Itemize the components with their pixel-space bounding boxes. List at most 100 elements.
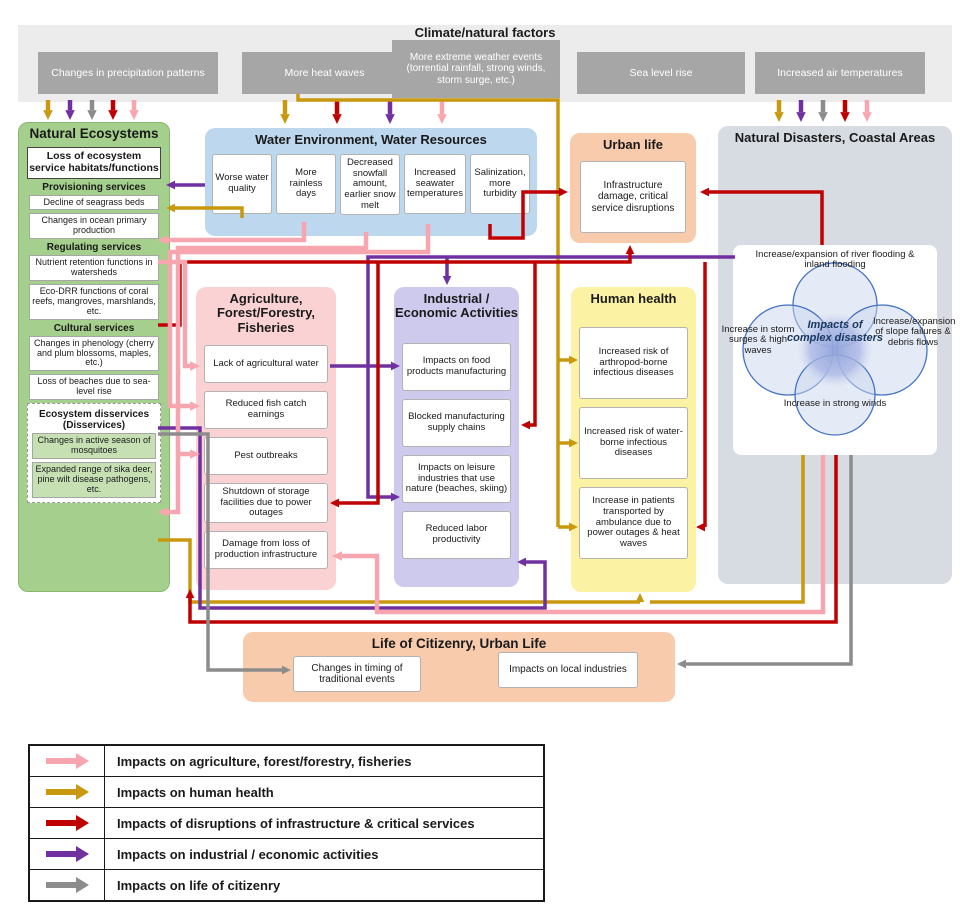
- citizenry-panel: Life of Citizenry, Urban Life Changes in…: [243, 632, 675, 702]
- loss-of-ecosystem-box: Loss of ecosystem service habitats/funct…: [27, 147, 161, 179]
- industrial-item: Impacts on food products manufacturing: [402, 343, 511, 391]
- water-item: Worse water quality: [212, 154, 272, 214]
- flow-arrow: [129, 100, 139, 120]
- water-environment-panel: Water Environment, Water Resources Worse…: [205, 128, 537, 236]
- legend-arrow-cell: [30, 777, 105, 807]
- ecosystem-item: Changes in ocean primary production: [29, 213, 159, 240]
- human-health-items: Increased risk of arthropod-borne infect…: [579, 327, 688, 559]
- agriculture-item: Pest outbreaks: [204, 437, 328, 475]
- ecosystem-item: Changes in phenology (cherry and plum bl…: [29, 335, 159, 372]
- natural-ecosystems-panel: Natural Ecosystems Loss of ecosystem ser…: [18, 122, 170, 592]
- ecosystem-item: Eco-DRR functions of coral reefs, mangro…: [29, 283, 159, 320]
- human-health-panel: Human health Increased risk of arthropod…: [571, 287, 696, 592]
- water-item: Decreased snowfall amount, earlier snow …: [340, 154, 400, 216]
- ecosystem-disservice-item: Changes in active season of mosquitoes: [32, 433, 156, 459]
- citizenry-title: Life of Citizenry, Urban Life: [371, 636, 547, 651]
- cultural-header: Cultural services: [53, 322, 135, 334]
- industrial-item: Blocked manufacturing supply chains: [402, 399, 511, 447]
- regulating-section: Regulating services Nutrient retention f…: [27, 242, 161, 320]
- ecosystem-item: Nutrient retention functions in watershe…: [29, 255, 159, 281]
- ecosystem-item: Loss of beaches due to sea-level rise: [29, 374, 159, 401]
- flow-arrow: [818, 100, 828, 122]
- legend: Impacts on agriculture, forest/forestry,…: [28, 744, 545, 902]
- legend-label: Impacts on agriculture, forest/forestry,…: [117, 753, 412, 769]
- cultural-section: Cultural services Changes in phenology (…: [27, 322, 161, 401]
- agriculture-item: Damage from loss of production infrastru…: [204, 530, 328, 569]
- legend-row: Impacts on human health: [30, 777, 543, 808]
- industrial-item: Reduced labor productivity: [402, 511, 511, 559]
- flow-arrow: [166, 180, 205, 190]
- water-environment-title: Water Environment, Water Resources: [255, 132, 487, 147]
- factor-extreme-weather: More extreme weather events (torrential …: [392, 40, 560, 98]
- flow-arrow: [43, 100, 53, 120]
- legend-label: Impacts on industrial / economic activit…: [117, 846, 379, 862]
- venn-right-label: Increase/expansion of slope failures & d…: [873, 316, 956, 348]
- venn-circles: [742, 262, 928, 436]
- water-item: More rainless days: [276, 154, 336, 214]
- flow-arrow: [796, 100, 806, 122]
- agriculture-item: Shutdown of storage facilities due to po…: [204, 483, 328, 523]
- legend-arrow-icon: [45, 815, 89, 831]
- flow-arrow: [65, 100, 75, 120]
- venn-left-label: Increase in storm surges & high waves: [721, 324, 795, 356]
- factor-air-temperatures: Increased air temperatures: [755, 52, 925, 94]
- flow-arrow: [696, 262, 707, 532]
- agriculture-panel: Agriculture, Forest/Forestry, Fisheries …: [196, 287, 336, 590]
- flow-arrow: [87, 100, 97, 120]
- human-health-item: Increased risk of water-borne infectious…: [579, 407, 688, 479]
- flow-arrow: [521, 262, 537, 430]
- factor-heat-waves: More heat waves: [242, 52, 407, 94]
- disservices-header: Ecosystem disservices (Disservices): [38, 409, 150, 432]
- flow-arrow: [442, 257, 452, 285]
- flow-arrow: [840, 100, 850, 122]
- legend-arrow-cell: [30, 870, 105, 900]
- flow-arrow: [108, 100, 118, 120]
- legend-row: Impacts on agriculture, forest/forestry,…: [30, 746, 543, 777]
- natural-disasters-panel: Natural Disasters, Coastal Areas Increas…: [718, 126, 955, 584]
- industrial-title: Industrial / Economic Activities: [394, 291, 519, 321]
- industrial-panel: Industrial / Economic Activities Impacts…: [394, 287, 519, 587]
- human-health-item: Increase in patients transported by ambu…: [579, 487, 688, 559]
- banner-title: Climate/natural factors: [414, 25, 556, 40]
- legend-arrow-cell: [30, 808, 105, 838]
- citizenry-item: Impacts on local industries: [498, 652, 638, 688]
- industrial-item: Impacts on leisure industries that use n…: [402, 455, 511, 503]
- flow-arrow: [280, 100, 290, 124]
- flow-arrow: [332, 100, 342, 124]
- legend-arrow-icon: [45, 877, 89, 893]
- legend-label: Impacts on life of citizenry: [117, 877, 281, 893]
- legend-label: Impacts on human health: [117, 784, 274, 800]
- flow-arrow: [774, 100, 784, 122]
- venn-bottom-label: Increase in strong winds: [783, 398, 887, 409]
- human-health-title: Human health: [590, 291, 677, 306]
- water-item: Increased seawater temperatures: [404, 154, 466, 214]
- legend-arrow-cell: [30, 746, 105, 776]
- urban-life-title: Urban life: [603, 137, 663, 152]
- legend-row: Impacts on life of citizenry: [30, 870, 543, 900]
- human-health-item: Increased risk of arthropod-borne infect…: [579, 327, 688, 399]
- agriculture-item: Lack of agricultural water: [204, 345, 328, 383]
- complex-disasters-venn: Increase/expansion of river flooding & i…: [722, 245, 955, 455]
- flow-arrow: [330, 361, 400, 371]
- disservices-section: Ecosystem disservices (Disservices) Chan…: [27, 403, 161, 503]
- legend-arrow-icon: [45, 753, 89, 769]
- water-item: Salinization, more turbidity: [469, 154, 530, 214]
- venn-center-label: Impacts of complex disasters: [787, 319, 883, 344]
- ecosystem-disservice-item: Expanded range of sika deer, pine wilt d…: [32, 461, 156, 498]
- natural-disasters-title: Natural Disasters, Coastal Areas: [734, 130, 936, 145]
- natural-ecosystems-content: Loss of ecosystem service habitats/funct…: [27, 147, 161, 583]
- ecosystem-item: Decline of seagrass beds: [29, 194, 159, 211]
- legend-label: Impacts of disruptions of infrastructure…: [117, 815, 475, 831]
- agriculture-item: Reduced fish catch earnings: [204, 391, 328, 429]
- citizenry-item: Changes in timing of traditional events: [293, 656, 421, 692]
- flow-arrow: [437, 100, 447, 124]
- legend-arrow-icon: [45, 846, 89, 862]
- urban-life-panel: Urban life Infrastructure damage, critic…: [570, 133, 696, 243]
- venn-top-label: Increase/expansion of river flooding & i…: [755, 249, 915, 271]
- legend-arrow-cell: [30, 839, 105, 869]
- agriculture-title: Agriculture, Forest/Forestry, Fisheries: [216, 291, 315, 335]
